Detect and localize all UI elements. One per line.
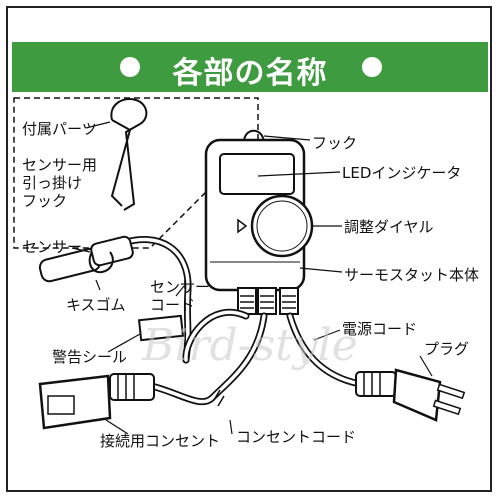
label-hook-line2: 引っ掛け	[22, 174, 83, 192]
label-led-indicator: LEDインジケータ	[342, 164, 462, 182]
label-warning-seal: 警告シール	[52, 348, 128, 366]
kiss-rubber	[88, 251, 114, 274]
label-kiss-rubber: キスゴム	[66, 296, 126, 314]
label-adjust-dial: 調整ダイヤル	[344, 218, 434, 236]
accessory-box	[13, 97, 259, 249]
label-hook-line3: フック	[22, 192, 68, 210]
label-power-cord: 電源コード	[342, 320, 418, 338]
watermark-text: Bird-style	[141, 320, 358, 371]
label-hook: フック	[312, 134, 358, 152]
leader-hook-accessory	[85, 121, 111, 129]
leader-lines	[95, 135, 433, 435]
label-thermostat-body: サーモスタット本体	[344, 266, 480, 284]
warning-seal	[137, 314, 185, 342]
adjust-dial	[250, 194, 314, 258]
connection-outlet	[38, 373, 155, 430]
leader-sensor	[71, 247, 91, 253]
sensor-hook-accessory	[110, 98, 148, 211]
label-plug: プラグ	[424, 340, 470, 358]
plug	[355, 368, 466, 422]
leader-warning-seal	[107, 333, 141, 353]
led-indicator-window	[219, 153, 295, 195]
dial-marker-icon	[237, 218, 248, 234]
label-sensor-cord-line1: センサー	[150, 278, 211, 296]
cord-glands	[237, 287, 299, 315]
label-sensor-cord-line2: コード	[150, 296, 196, 314]
label-hook-line1: センサー用	[22, 156, 98, 174]
thermostat-body	[204, 129, 314, 292]
banner-left-dot	[120, 57, 140, 77]
label-accessory: 付属パーツ	[22, 120, 97, 138]
label-connection-outlet: 接続用コンセント	[100, 432, 221, 450]
label-sensor: センサー	[22, 238, 83, 256]
page-title: 各部の名称	[172, 56, 328, 91]
label-outlet-cord: コンセントコード	[236, 428, 357, 446]
sensor-probe	[38, 235, 134, 283]
banner-right-dot	[362, 57, 382, 77]
title-banner: 各部の名称	[12, 42, 488, 92]
